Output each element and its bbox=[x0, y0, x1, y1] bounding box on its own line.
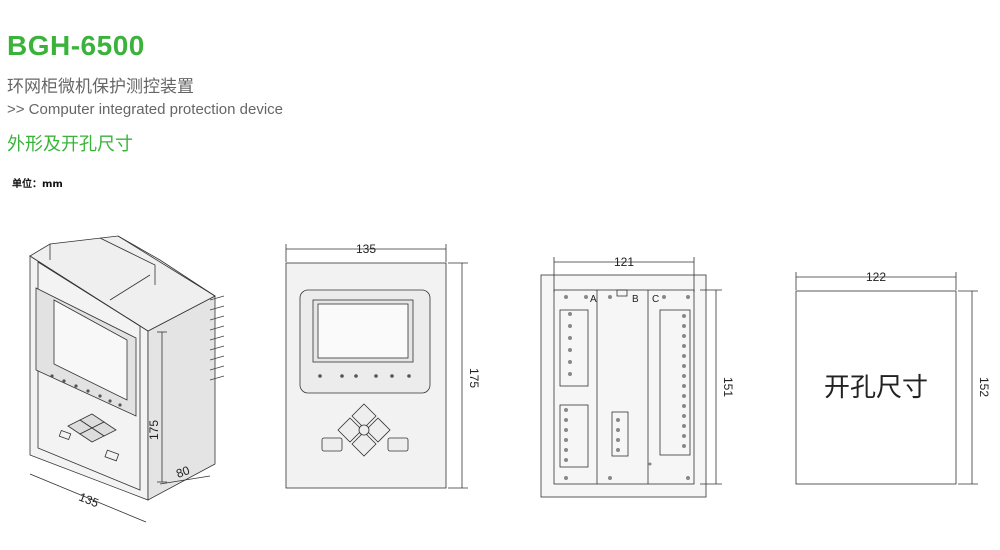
rear-section-c-label: C bbox=[652, 294, 659, 305]
iso-width-dimension: 135 bbox=[77, 490, 101, 511]
rear-section-b-label: B bbox=[632, 294, 639, 305]
rear-section-a-label: A bbox=[590, 294, 597, 305]
rear-terminal-screws bbox=[564, 295, 690, 480]
product-english-title: >> Computer integrated protection device bbox=[7, 101, 283, 118]
front-height-dimension: 175 bbox=[467, 368, 481, 388]
section-title: 外形及开孔尺寸 bbox=[7, 134, 133, 155]
product-model: BGH-6500 bbox=[7, 30, 145, 61]
front-width-dimension: 135 bbox=[356, 242, 376, 256]
cutout-view bbox=[795, 272, 978, 485]
rear-width-dimension: 121 bbox=[614, 255, 634, 269]
iso-depth-dimension: 80 bbox=[174, 463, 192, 481]
unit-label: 单位：mm bbox=[12, 179, 63, 190]
rear-view bbox=[540, 257, 722, 498]
isometric-view bbox=[29, 235, 225, 523]
cutout-width-dimension: 122 bbox=[866, 270, 886, 284]
front-view bbox=[285, 244, 468, 489]
rear-height-dimension: 151 bbox=[721, 377, 735, 397]
cutout-height-dimension: 152 bbox=[977, 377, 991, 397]
cutout-label: 开孔尺寸 bbox=[824, 373, 928, 403]
iso-height-dimension: 175 bbox=[147, 420, 161, 440]
product-chinese-title: 环网柜微机保护测控装置 bbox=[7, 77, 194, 97]
